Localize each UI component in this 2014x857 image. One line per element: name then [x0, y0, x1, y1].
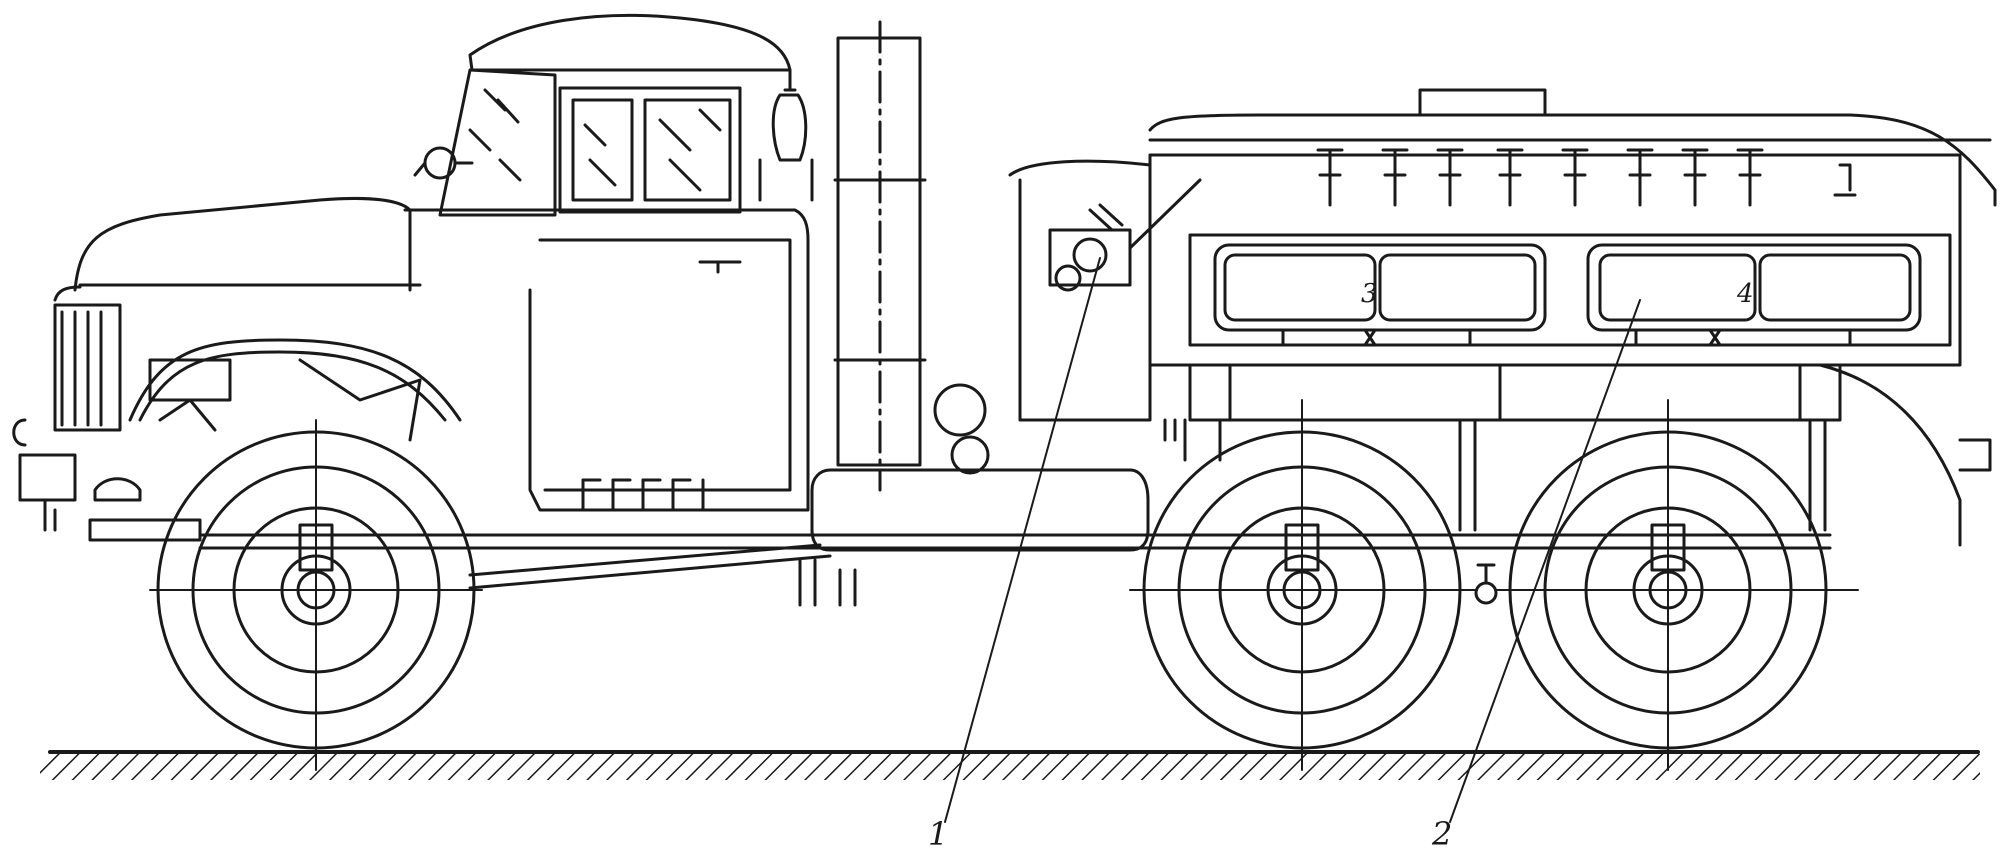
callout-label-1: 1 — [928, 815, 948, 852]
panel-label-4: 4 — [1736, 279, 1754, 309]
front-wheel — [149, 419, 483, 771]
panel-label-3: 3 — [1361, 279, 1378, 309]
callout-label-2: 2 — [1431, 815, 1452, 852]
labels: 1 2 3 4 — [928, 279, 1754, 853]
fuel-tank — [798, 383, 1150, 607]
leader-line-2 — [1449, 299, 1641, 823]
leader-lines — [944, 257, 1641, 823]
middle-rear-wheel — [1129, 399, 1476, 771]
compressor-body — [1008, 88, 1997, 547]
cab-and-hood — [53, 13, 814, 512]
roof-clamps — [1316, 148, 1857, 207]
louvre-panels — [1213, 243, 1922, 332]
exhaust-stack — [833, 20, 927, 492]
frame — [12, 418, 1832, 590]
leader-line-1 — [944, 257, 1101, 823]
rear-wheel — [1474, 399, 1859, 771]
ground — [40, 750, 1980, 780]
